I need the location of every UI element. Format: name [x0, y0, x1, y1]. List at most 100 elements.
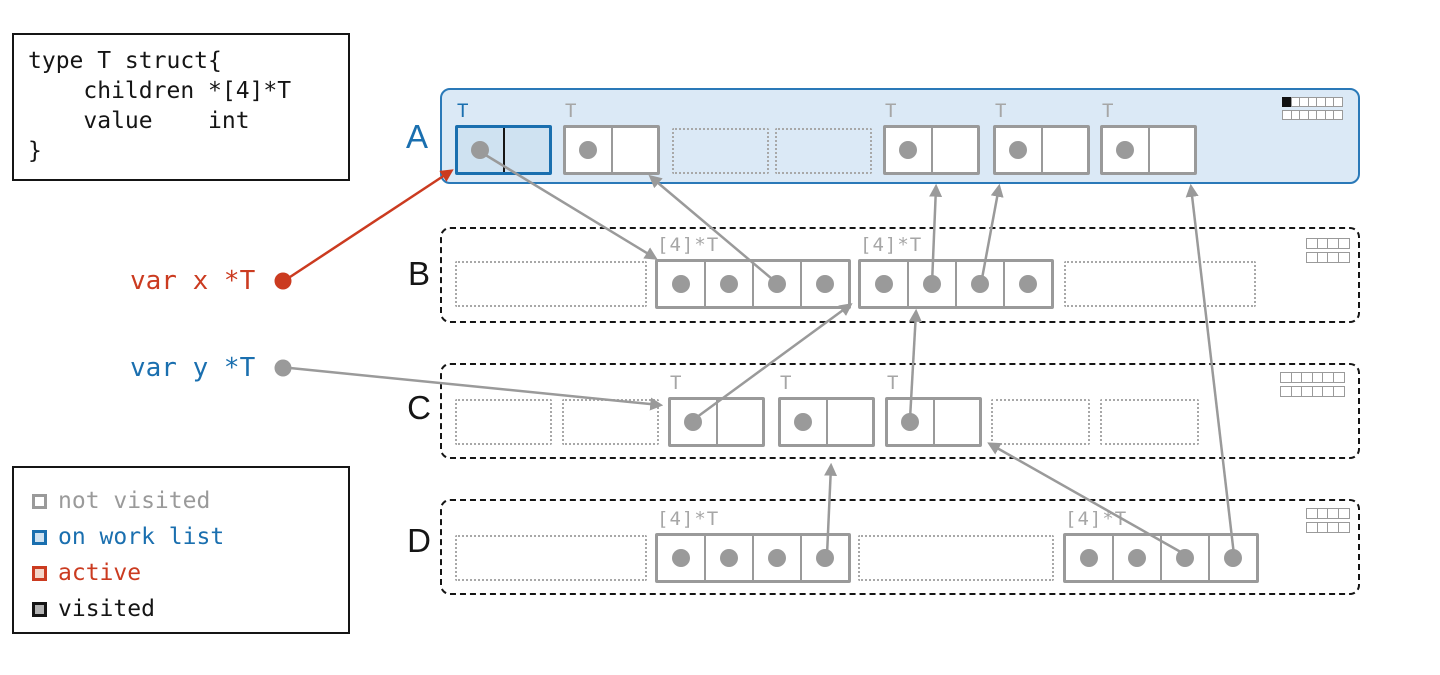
- pointer-dot-icon: [1224, 549, 1242, 567]
- var-x-label: var x *T: [130, 266, 256, 296]
- empty-slot: [1064, 261, 1256, 307]
- bitmap-row: [1306, 238, 1350, 249]
- on-work-list-swatch-icon: [32, 529, 47, 545]
- object-cell: [825, 400, 873, 444]
- pointer-dot-icon: [923, 275, 941, 293]
- bitmap-row: [1306, 522, 1350, 533]
- span-bitmap-icon: [1282, 97, 1343, 120]
- object-a-7: [1100, 125, 1197, 175]
- object-cell: [1147, 128, 1195, 172]
- object-cell: [658, 536, 704, 580]
- bitmap-bit: [1337, 238, 1350, 249]
- bitmap-bit: [1333, 97, 1343, 107]
- object-cell: [1208, 536, 1256, 580]
- empty-slot: [1100, 399, 1199, 445]
- bitmap-row: [1280, 386, 1345, 397]
- var-x-dot: [274, 272, 292, 290]
- object-cell: [861, 262, 907, 306]
- var-y-label: var y *T: [130, 353, 256, 383]
- bitmap-row: [1282, 97, 1343, 107]
- pointer-dot-icon: [816, 549, 834, 567]
- empty-slot: [672, 128, 769, 174]
- pointer-dot-icon: [1176, 549, 1194, 567]
- empty-slot: [455, 535, 647, 581]
- object-cell: [955, 262, 1003, 306]
- object-cell: [1103, 128, 1148, 172]
- pointer-dot-icon: [875, 275, 893, 293]
- object-cell: [715, 400, 763, 444]
- object-cell: [932, 400, 980, 444]
- bitmap-row: [1282, 110, 1343, 120]
- pointer-dot-icon: [899, 141, 918, 159]
- pointer-dot-icon: [794, 413, 813, 431]
- bitmap-bit: [1332, 372, 1345, 383]
- visited-swatch-icon: [32, 601, 47, 617]
- pointer-dot-icon: [768, 549, 786, 567]
- empty-slot: [562, 399, 659, 445]
- bitmap-row: [1306, 508, 1350, 519]
- object-cell: [1003, 262, 1051, 306]
- type-label: T: [995, 100, 1008, 122]
- type-label: [4]*T: [657, 508, 720, 530]
- object-cell: [458, 128, 503, 172]
- object-a-6: [993, 125, 1090, 175]
- type-label: T: [457, 100, 470, 122]
- object-a-1: [455, 125, 552, 175]
- legend-label: not visited: [58, 488, 211, 514]
- type-label: [4]*T: [657, 234, 720, 256]
- pointer-dot-icon: [1080, 549, 1098, 567]
- pointer-dot-icon: [1128, 549, 1146, 567]
- bitmap-bit: [1337, 508, 1350, 519]
- pointer-dot-icon: [901, 413, 920, 431]
- type-label: T: [887, 372, 900, 394]
- var-y-dot: [274, 359, 292, 377]
- object-cell: [658, 262, 704, 306]
- object-cell: [752, 536, 800, 580]
- span-label-D: D: [407, 522, 431, 559]
- span-bitmap-icon: [1306, 508, 1350, 533]
- object-cell: [502, 128, 550, 172]
- pointer-dot-icon: [816, 275, 834, 293]
- pointer-dot-icon: [720, 275, 738, 293]
- not-visited-swatch-icon: [32, 493, 47, 509]
- type-definition-box: type T struct{ children *[4]*T value int…: [12, 33, 350, 181]
- pointer-dot-icon: [971, 275, 989, 293]
- object-cell: [888, 400, 933, 444]
- pointer-dot-icon: [672, 549, 690, 567]
- pointer-dot-icon: [768, 275, 786, 293]
- object-d-2: [655, 533, 851, 583]
- object-cell: [566, 128, 611, 172]
- span-bitmap-icon: [1280, 372, 1345, 397]
- empty-slot: [455, 261, 647, 307]
- bitmap-row: [1280, 372, 1345, 383]
- object-cell: [752, 262, 800, 306]
- object-cell: [704, 536, 752, 580]
- bitmap-bit: [1337, 252, 1350, 263]
- bitmap-bit: [1333, 110, 1343, 120]
- pointer-dot-icon: [684, 413, 703, 431]
- type-definition-code: type T struct{ children *[4]*T value int…: [28, 48, 292, 164]
- span-label-C: C: [407, 389, 431, 426]
- bitmap-bit: [1337, 522, 1350, 533]
- pointer-dot-icon: [1009, 141, 1028, 159]
- object-cell: [781, 400, 826, 444]
- legend-item-on-work-list: on work list: [32, 519, 348, 555]
- object-cell: [800, 262, 848, 306]
- empty-slot: [991, 399, 1090, 445]
- object-b-2: [655, 259, 851, 309]
- legend-label: active: [58, 560, 142, 586]
- pointer-dot-icon: [1019, 275, 1037, 293]
- empty-slot: [775, 128, 872, 174]
- object-cell: [930, 128, 978, 172]
- type-label: [4]*T: [860, 234, 923, 256]
- object-c-5: [885, 397, 982, 447]
- pointer-dot-icon: [471, 141, 490, 159]
- object-cell: [1066, 536, 1112, 580]
- pointer-dot-icon: [720, 549, 738, 567]
- pointer-dot-icon: [672, 275, 690, 293]
- object-cell: [800, 536, 848, 580]
- bitmap-row: [1306, 252, 1350, 263]
- type-label: T: [1102, 100, 1115, 122]
- object-cell: [671, 400, 716, 444]
- type-label: [4]*T: [1065, 508, 1128, 530]
